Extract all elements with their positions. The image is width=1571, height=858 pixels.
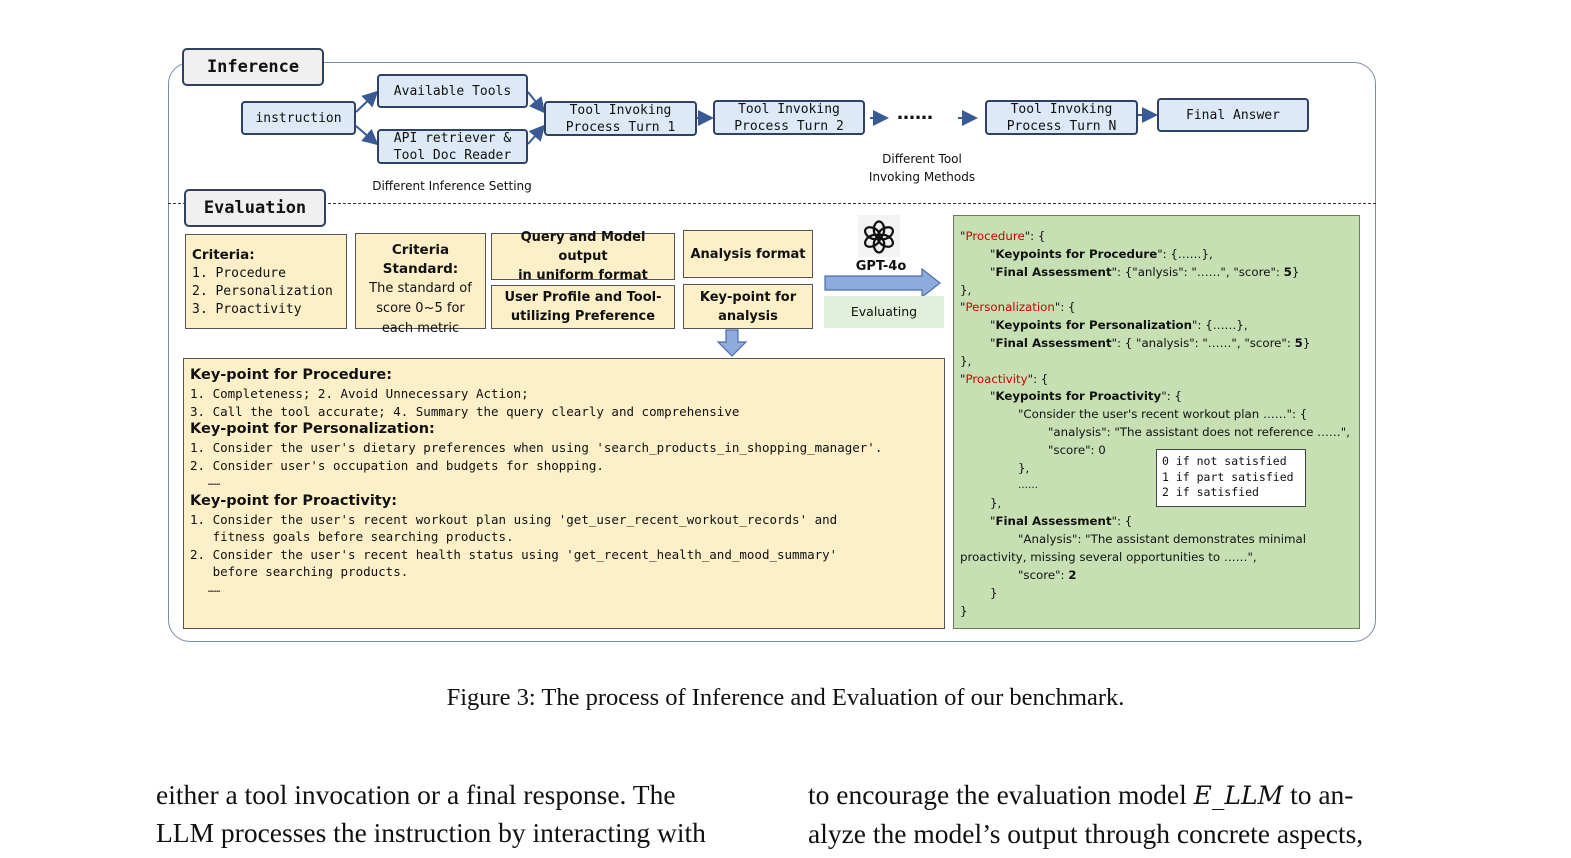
final-answer-node: Final Answer: [1157, 98, 1309, 132]
keypoint-line: 1. Consider the user's recent workout pl…: [190, 511, 838, 527]
keypoint-down-arrow: [716, 329, 748, 357]
json-line: "Proactivity": {: [960, 372, 1049, 386]
criteria-standard-text: The standard of score 0~5 for each metri…: [369, 281, 472, 336]
json-line: "score": 0: [1048, 443, 1106, 457]
json-line: }: [960, 604, 968, 618]
score-legend: 0 if not satisfied 1 if part satisfied 2…: [1156, 449, 1306, 507]
analysis-format-box: Analysis format: [683, 230, 813, 278]
body-left-column: either a tool invocation or a final resp…: [156, 776, 706, 852]
evaluating-label: Evaluating: [824, 296, 944, 328]
api-retriever-node: API retriever & Tool Doc Reader: [377, 129, 528, 164]
criteria-box: Criteria: 1. Procedure 2. Personalizatio…: [185, 234, 347, 329]
turnN-node: Tool Invoking Process Turn N: [985, 100, 1138, 135]
body-line: to encourage the evaluation model E_LLM …: [808, 779, 1354, 810]
keypoint-line: 3. Call the tool accurate; 4. Summary th…: [190, 403, 740, 419]
criteria-standard-title: Criteria Standard:: [382, 242, 459, 277]
keypoint-line: ……: [190, 583, 221, 595]
json-line: "Analysis": "The assistant demonstrates …: [1018, 532, 1307, 546]
keypoint-line: 1. Consider the user's dietary preferenc…: [190, 440, 883, 455]
json-line: "Final Assessment": {"anlysis": "……", "s…: [990, 265, 1300, 279]
arrow-tools-to-turn1: [527, 91, 546, 114]
keypoints-box: Key-point for Procedure: 1. Completeness…: [183, 358, 945, 629]
user-profile-box: User Profile and Tool- utilizing Prefere…: [491, 285, 675, 329]
json-line: },: [960, 283, 972, 297]
keypoint-procedure-title: Key-point for Procedure:: [190, 367, 393, 383]
proactivity-score: 2: [1068, 568, 1077, 582]
invoking-methods-caption: Different Tool Invoking Methods: [868, 152, 976, 184]
json-line: "Final Assessment": {: [990, 514, 1133, 528]
arrow-instruction-to-tools: [355, 90, 379, 113]
keypoint-line: fitness goals before searching products.: [190, 529, 514, 544]
json-key-proactivity: Proactivity: [965, 372, 1028, 386]
body-line: alyze the model’s output through concret…: [808, 818, 1364, 849]
criteria-item: 1. Procedure: [192, 266, 286, 281]
keypoint-line: 2. Consider user's occupation and budget…: [190, 457, 604, 473]
score-legend-item: 0 if not satisfied: [1162, 454, 1287, 468]
json-line: ……: [1018, 480, 1038, 491]
body-right-column: to encourage the evaluation model E_LLM …: [808, 776, 1363, 853]
json-line: "Keypoints for Personalization": {……},: [990, 318, 1248, 332]
json-line: "Keypoints for Procedure": {……},: [990, 247, 1213, 261]
evaluator-model-label: GPT-4o: [855, 259, 907, 274]
json-line: "Final Assessment": { "analysis": "……", …: [990, 336, 1311, 350]
evaluating-arrow: [824, 267, 941, 299]
evaluation-output-panel: "Procedure": { "Keypoints for Procedure"…: [953, 215, 1360, 629]
diagram-frame: [168, 62, 1376, 642]
json-line: }: [990, 586, 998, 600]
keypoint-line: ……: [190, 477, 221, 488]
keypoint-proactivity-title: Key-point for Proactivity:: [190, 492, 397, 509]
turn2-node: Tool Invoking Process Turn 2: [713, 100, 865, 135]
json-line: "Personalization": {: [960, 300, 1076, 314]
criteria-item: 2. Personalization: [192, 284, 333, 299]
figure-caption: Figure 3: The process of Inference and E…: [446, 684, 1125, 711]
json-line: },: [990, 496, 1002, 510]
json-line: "Procedure": {: [960, 229, 1046, 243]
section-divider: [168, 203, 1376, 204]
gpt-logo-icon: [858, 215, 900, 257]
json-key-personalization: Personalization: [965, 300, 1055, 314]
evaluation-tag: Evaluation: [184, 189, 326, 227]
keypoint-line: before searching products.: [190, 564, 409, 579]
inference-setting-caption: Different Inference Setting: [372, 179, 532, 193]
arrow-instruction-to-retriever: [355, 125, 379, 146]
json-line: },: [960, 354, 972, 368]
procedure-score: 5: [1283, 265, 1292, 279]
math-e-llm: E_LLM: [1193, 781, 1284, 810]
instruction-node: instruction: [241, 101, 356, 135]
inference-ellipsis: ……: [897, 103, 933, 124]
inference-tag: Inference: [182, 48, 324, 86]
turn1-node: Tool Invoking Process Turn 1: [544, 101, 697, 136]
criteria-item: 3. Proactivity: [192, 302, 302, 317]
json-line: "score": 2: [1018, 568, 1077, 582]
criteria-title: Criteria:: [192, 247, 255, 263]
json-key-procedure: Procedure: [965, 229, 1025, 243]
keypoint-line: 2. Consider the user's recent health sta…: [190, 546, 838, 562]
personalization-score: 5: [1294, 336, 1303, 350]
keypoint-line: 1. Completeness; 2. Avoid Unnecessary Ac…: [190, 386, 529, 401]
json-line: "analysis": "The assistant does not refe…: [1048, 425, 1350, 439]
criteria-standard-box: Criteria Standard: The standard of score…: [355, 233, 486, 336]
body-line: either a tool invocation or a final resp…: [156, 779, 676, 810]
json-line: "Consider the user's recent workout plan…: [1018, 407, 1308, 421]
json-line: "Keypoints for Proactivity": {: [990, 389, 1182, 403]
arrow-retriever-to-turn1: [527, 124, 546, 145]
score-legend-item: 2 if satisfied: [1162, 485, 1259, 499]
score-legend-item: 1 if part satisfied: [1162, 469, 1294, 484]
json-line: proactivity, missing several opportuniti…: [960, 550, 1257, 564]
keypoint-personalization-title: Key-point for Personalization:: [190, 421, 435, 437]
query-output-box: Query and Model output in uniform format: [491, 230, 675, 283]
body-line: LLM processes the instruction by interac…: [156, 817, 706, 848]
available-tools-node: Available Tools: [377, 74, 528, 108]
json-line: },: [1018, 461, 1030, 475]
keypoint-analysis-box: Key-point for analysis: [683, 284, 813, 329]
